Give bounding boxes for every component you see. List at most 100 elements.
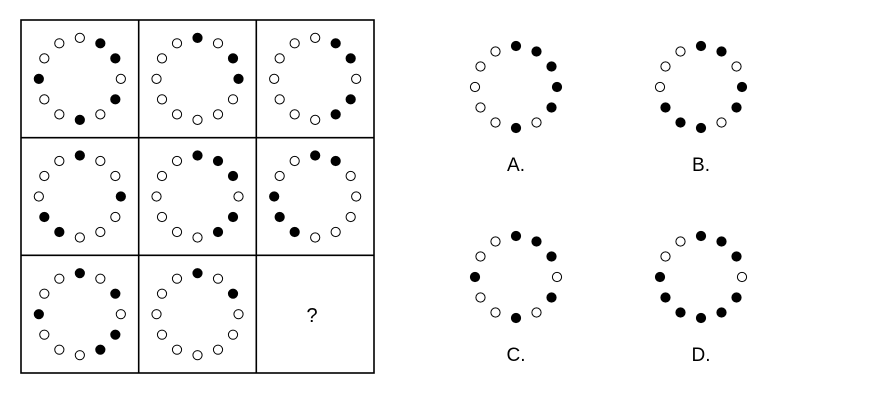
filled-dot xyxy=(695,230,707,242)
filled-dot xyxy=(469,271,481,283)
filled-dot xyxy=(233,73,244,84)
filled-dot xyxy=(716,236,727,247)
filled-dot xyxy=(33,309,44,320)
empty-dot xyxy=(233,191,244,202)
filled-dot xyxy=(330,38,341,49)
filled-dot xyxy=(716,307,727,318)
empty-dot xyxy=(212,109,224,120)
empty-dot xyxy=(39,53,50,64)
empty-dot xyxy=(171,226,183,238)
grid-cell-r2-c2 xyxy=(151,150,244,243)
grid-cell-r2-c3 xyxy=(269,150,362,243)
empty-dot xyxy=(731,61,742,72)
empty-dot xyxy=(156,94,168,105)
filled-dot xyxy=(660,292,671,303)
empty-dot xyxy=(475,102,486,113)
answer-options: A. B. C. D. xyxy=(469,40,748,366)
filled-dot xyxy=(675,117,686,128)
filled-dot xyxy=(289,226,300,238)
grid-cell-r1-c2 xyxy=(151,32,244,125)
grid-cell-r1-c1 xyxy=(33,32,126,125)
empty-dot xyxy=(39,329,50,340)
empty-dot xyxy=(490,46,501,57)
empty-dot xyxy=(531,117,542,128)
grid-cell-r2-c1 xyxy=(33,150,126,243)
empty-dot xyxy=(115,309,126,320)
option-b-ring xyxy=(654,40,748,134)
empty-dot xyxy=(345,211,356,223)
filled-dot xyxy=(531,236,542,247)
empty-dot xyxy=(212,273,224,284)
empty-dot xyxy=(736,271,748,283)
empty-dot xyxy=(475,61,486,72)
filled-dot xyxy=(330,109,341,120)
option-d-ring xyxy=(654,230,748,324)
empty-dot xyxy=(54,273,65,284)
empty-dot xyxy=(531,307,542,318)
filled-dot xyxy=(110,288,121,299)
empty-dot xyxy=(95,155,106,167)
empty-dot xyxy=(54,155,65,167)
filled-dot xyxy=(192,268,203,279)
filled-dot xyxy=(212,155,224,167)
empty-dot xyxy=(654,81,666,93)
option-c-label[interactable]: C. xyxy=(507,345,526,366)
filled-dot xyxy=(110,94,121,105)
empty-dot xyxy=(330,226,341,238)
empty-dot xyxy=(151,73,162,84)
filled-dot xyxy=(192,32,203,43)
filled-dot xyxy=(227,211,239,223)
filled-dot xyxy=(212,226,224,238)
filled-dot xyxy=(74,150,85,161)
empty-dot xyxy=(551,271,563,283)
question-mark: ? xyxy=(306,305,317,327)
empty-dot xyxy=(351,73,362,84)
empty-dot xyxy=(39,94,50,105)
empty-dot xyxy=(345,170,356,182)
empty-dot xyxy=(716,117,727,128)
empty-dot xyxy=(212,344,224,355)
option-d-label[interactable]: D. xyxy=(692,345,711,366)
empty-dot xyxy=(171,273,183,284)
filled-dot xyxy=(115,191,126,202)
filled-dot xyxy=(695,40,707,52)
filled-dot xyxy=(546,102,557,113)
empty-dot xyxy=(227,94,239,105)
filled-dot xyxy=(731,292,742,303)
empty-dot xyxy=(475,292,486,303)
filled-dot xyxy=(551,81,563,93)
filled-dot xyxy=(695,312,707,324)
option-b-label[interactable]: B. xyxy=(692,155,710,176)
empty-dot xyxy=(274,170,285,182)
empty-dot xyxy=(475,251,486,262)
empty-dot xyxy=(274,94,285,105)
filled-dot xyxy=(192,150,203,161)
filled-dot xyxy=(110,329,121,340)
empty-dot xyxy=(95,273,106,284)
option-a-label[interactable]: A. xyxy=(507,155,525,176)
empty-dot xyxy=(675,46,686,57)
empty-dot xyxy=(74,350,85,361)
empty-dot xyxy=(39,288,50,299)
empty-dot xyxy=(310,114,321,125)
empty-dot xyxy=(351,191,362,202)
filled-dot xyxy=(269,191,280,202)
empty-dot xyxy=(289,155,300,167)
empty-dot xyxy=(39,170,50,182)
empty-dot xyxy=(289,38,300,49)
empty-dot xyxy=(192,114,203,125)
filled-dot xyxy=(345,53,356,64)
filled-dot xyxy=(531,46,542,57)
empty-dot xyxy=(151,191,162,202)
filled-dot xyxy=(330,155,341,167)
empty-dot xyxy=(269,73,280,84)
grid-border xyxy=(20,19,375,374)
grid-cell-r1-c3 xyxy=(269,32,362,125)
filled-dot xyxy=(39,211,50,223)
empty-dot xyxy=(469,81,481,93)
empty-dot xyxy=(289,109,300,120)
empty-dot xyxy=(274,53,285,64)
empty-dot xyxy=(156,170,168,182)
empty-dot xyxy=(490,307,501,318)
